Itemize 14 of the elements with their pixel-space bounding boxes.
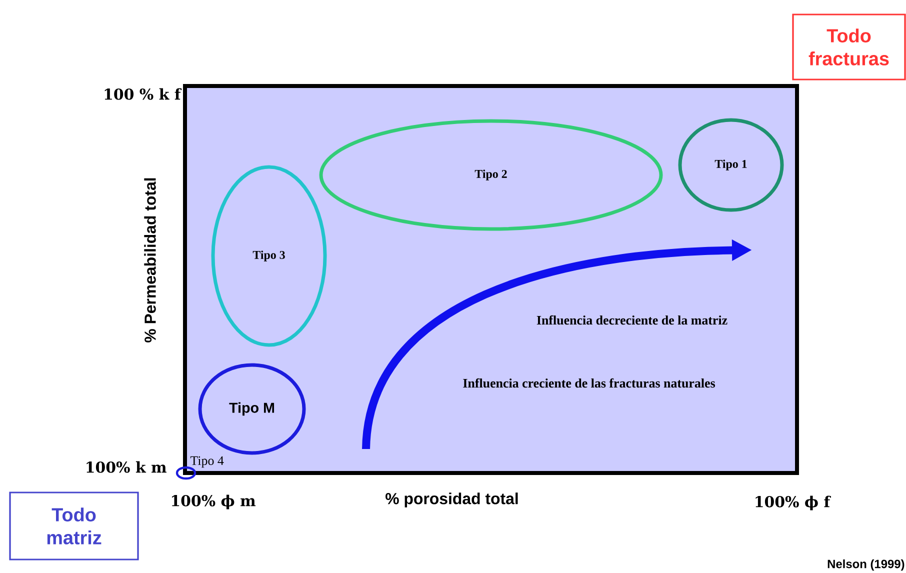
label-box: Todo matriz (9, 492, 139, 560)
axis-label: 100% k m (86, 461, 166, 473)
plot-area (183, 84, 799, 475)
annotation-text: Influencia decreciente de la matriz (536, 315, 728, 325)
marker-ellipse (176, 466, 196, 480)
label-box: Todo fracturas (792, 14, 906, 80)
annotation-text: Influencia creciente de las fracturas naturales (463, 378, 715, 388)
axis-title: % porosidad total (386, 492, 518, 508)
axis-label: 100 % k f (104, 88, 182, 100)
type-label: Tipo 4 (190, 456, 224, 468)
axis-label: 100% ϕ f (756, 496, 831, 510)
source-note: Nelson (1999) (828, 559, 904, 571)
axis-label: 100% ϕ m (172, 494, 256, 510)
axis-title: % Permeabilidad total (144, 178, 156, 342)
